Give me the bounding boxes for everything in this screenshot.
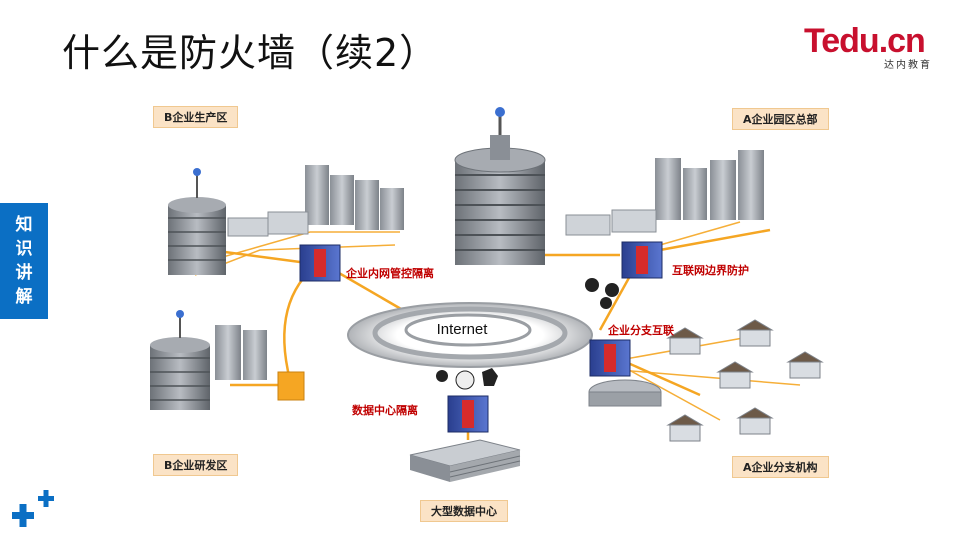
side-tab-char: 讲: [15, 263, 33, 283]
internet-label: Internet: [437, 321, 489, 338]
firewall-intranet: [299, 244, 341, 282]
hacker-icon: [585, 278, 599, 292]
link-line: [659, 228, 771, 252]
callout-internet-border: 互联网边界防护: [672, 264, 749, 277]
tedu-logo: Tedu.cn 达内教育: [804, 22, 934, 71]
horse-icon: [482, 368, 498, 386]
callout-datacenter-isolation: 数据中心隔离: [352, 404, 418, 417]
central-tower-building: [454, 107, 546, 265]
zone-label-datacenter: 大型数据中心: [420, 500, 508, 522]
callout-branch-interconnect: 企业分支互联: [608, 324, 674, 337]
a-branch-houses: [588, 319, 824, 442]
logo-text: Tedu.cn: [804, 22, 926, 60]
logo-subtitle: 达内教育: [884, 60, 932, 71]
hacker-icon: [600, 297, 612, 309]
plus-decoration-icon: [12, 490, 54, 527]
datacenter-building: [409, 439, 521, 482]
side-section-tab: 知 识 讲 解: [0, 203, 48, 319]
zone-label-b-production: B企业生产区: [153, 106, 239, 128]
b-production-building: [168, 165, 404, 275]
firewall-internet-border: [621, 241, 663, 279]
firewall-datacenter: [447, 395, 489, 433]
threat-icons: [436, 278, 619, 390]
side-tab-char: 知: [15, 215, 33, 235]
skull-icon: [455, 370, 475, 390]
hacker-icon: [605, 283, 619, 297]
side-tab-char: 识: [15, 239, 33, 259]
b-rnd-building: [150, 310, 305, 410]
zone-label-a-headquarters: A企业园区总部: [732, 108, 829, 130]
zone-label-b-rnd: B企业研发区: [153, 454, 239, 476]
side-tab-char: 解: [15, 287, 33, 307]
internet-cloud: Internet: [347, 302, 593, 368]
zone-label-a-branch: A企业分支机构: [732, 456, 829, 478]
callout-intranet-control: 企业内网管控隔离: [346, 267, 434, 280]
firewall-icons: [299, 241, 663, 433]
firewall-branch: [589, 339, 631, 377]
a-headquarters-buildings: [565, 150, 764, 236]
attacker-icon: [436, 370, 448, 382]
page-title: 什么是防火墙（续2）: [62, 31, 439, 75]
